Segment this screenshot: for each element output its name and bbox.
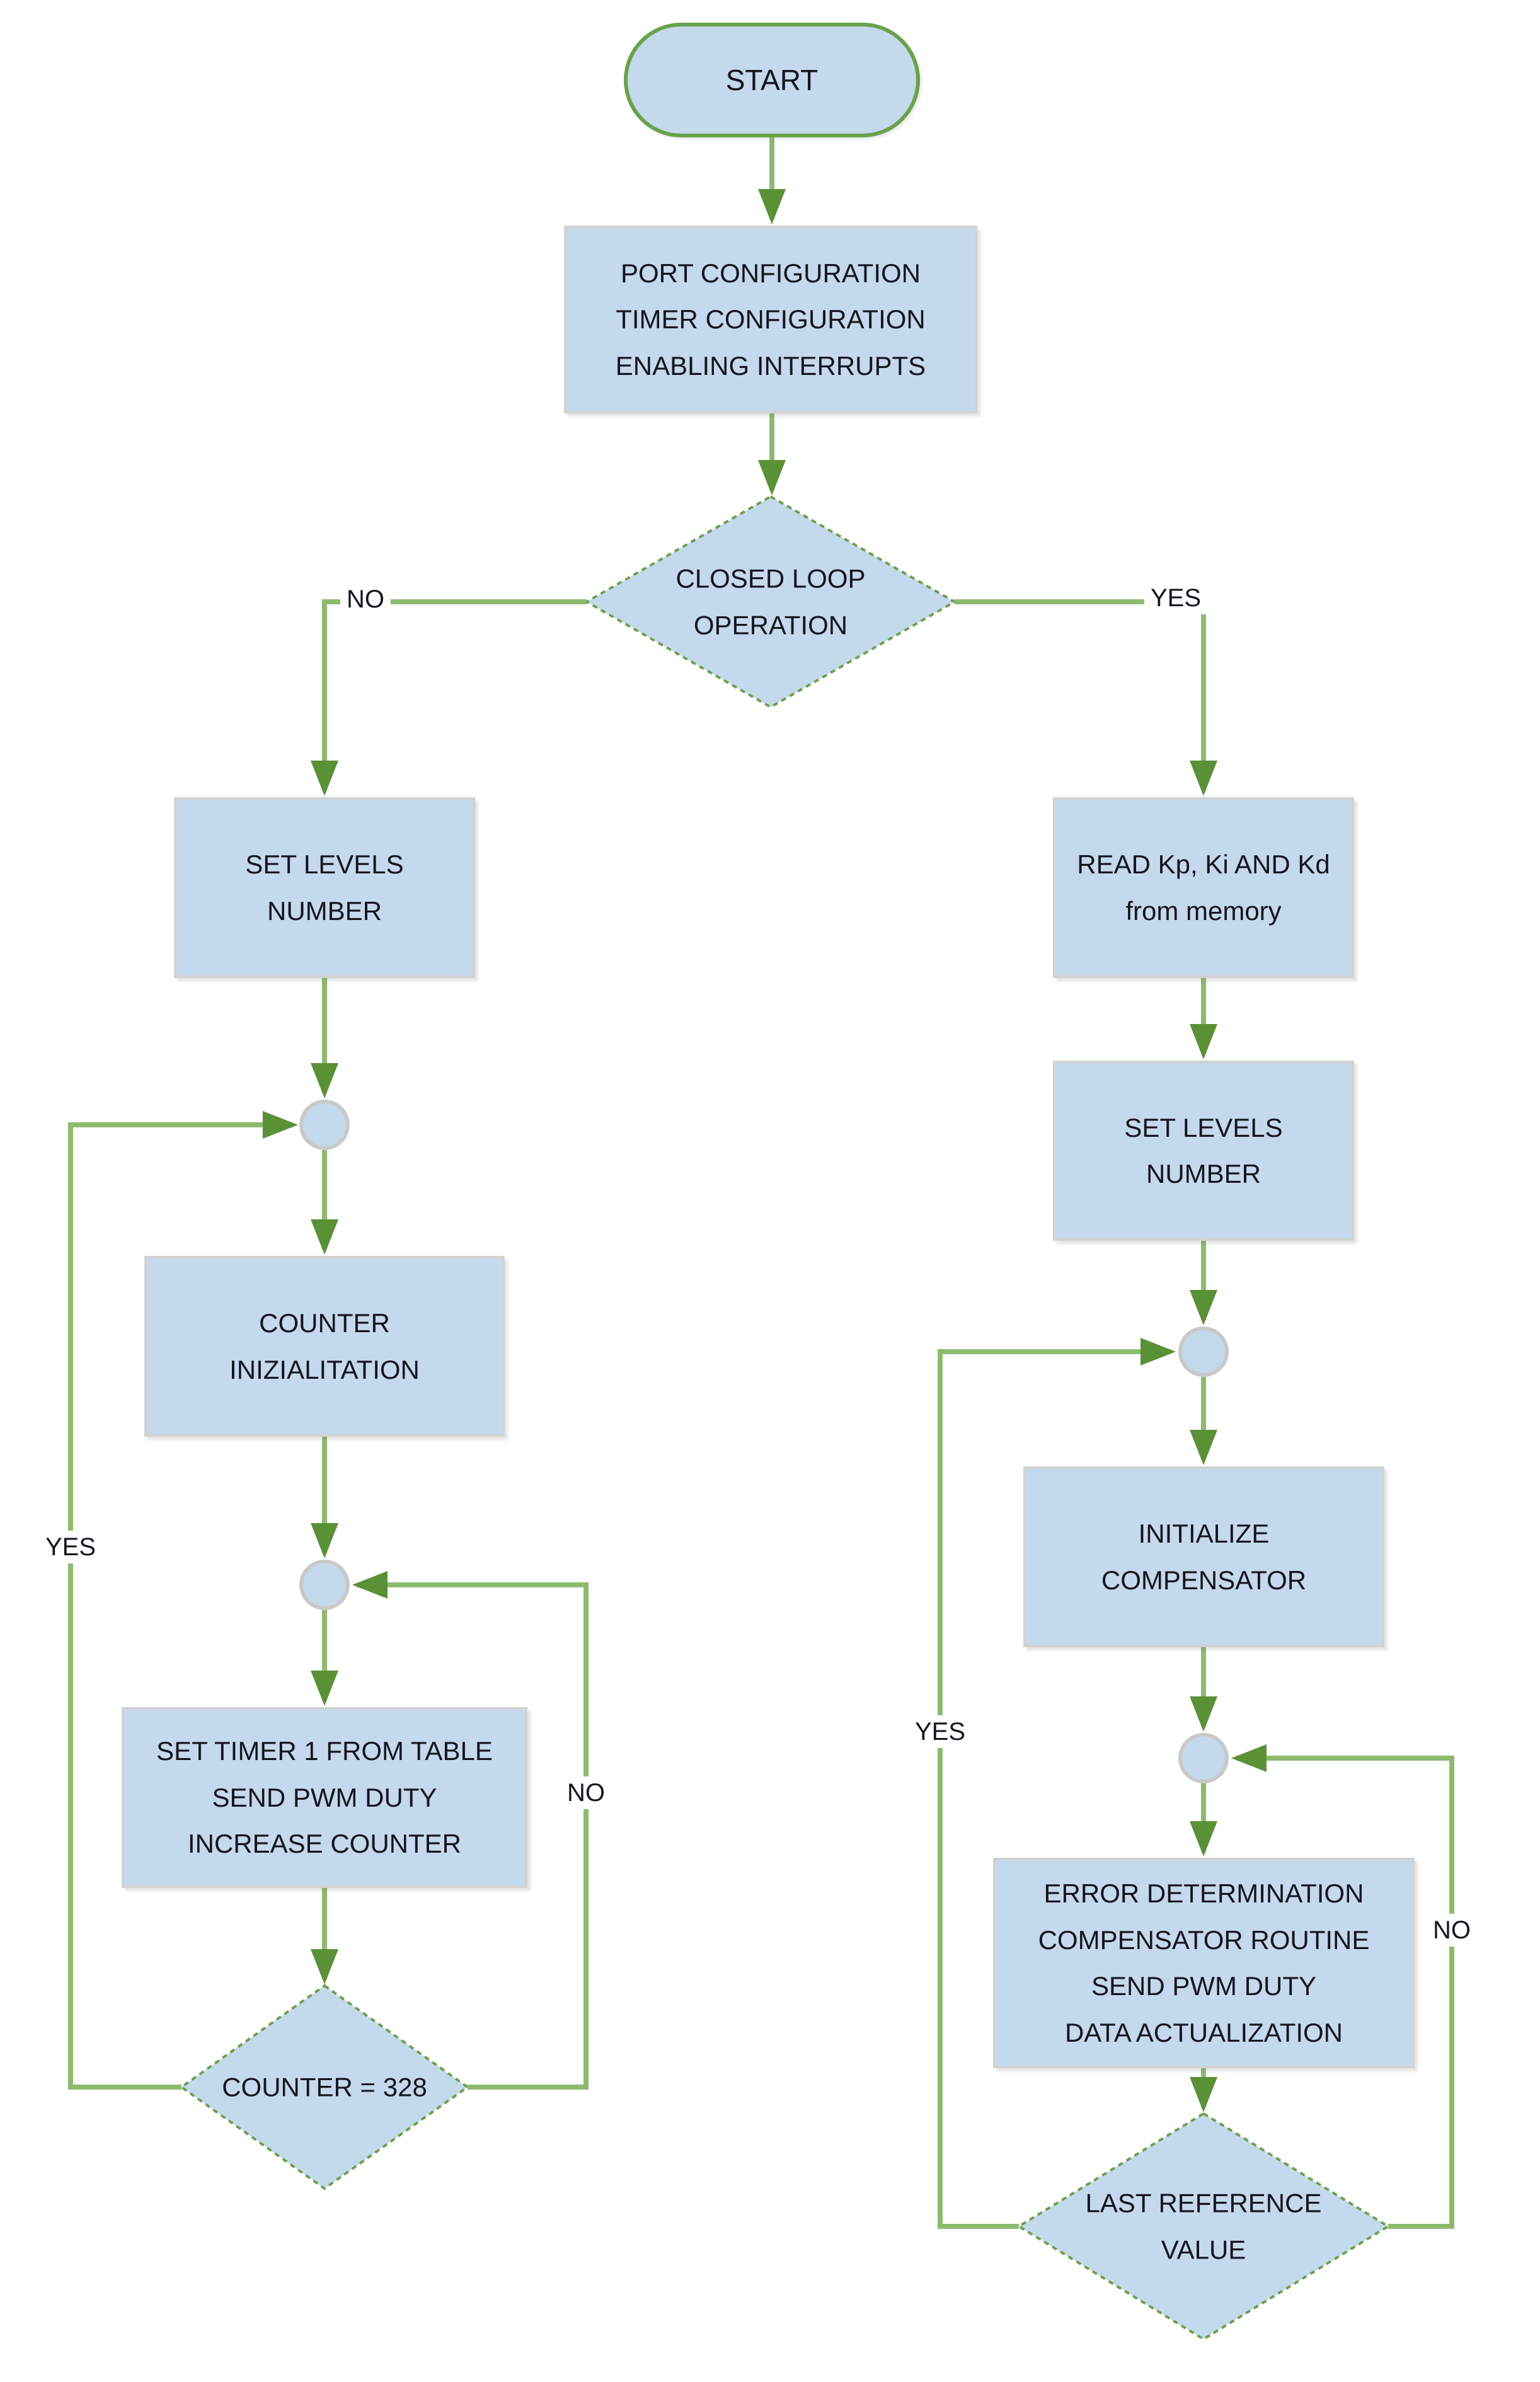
error-determination-process: ERROR DETERMINATION COMPENSATOR ROUTINE … <box>993 1858 1415 2068</box>
closed-loop-no-label: NO <box>340 583 391 616</box>
set-timer-process: SET TIMER 1 FROM TABLE SEND PWM DUTY INC… <box>122 1707 527 1888</box>
edge-last-reference-yes-loop <box>938 1338 1176 2229</box>
edge-closed-loop-no <box>311 599 587 796</box>
last-reference-diamond <box>1016 2112 1391 2341</box>
edge-closed-loop-yes <box>955 599 1217 796</box>
reference-loop-no-label: NO <box>1427 1914 1477 1947</box>
edge-counter-328-yes-loop <box>68 1111 298 2090</box>
set-levels-right-process: SET LEVELS NUMBER <box>1053 1061 1354 1241</box>
counter-initialization-process: COUNTER INIZIALITATION <box>144 1256 505 1437</box>
counter-328-diamond <box>179 1984 470 2190</box>
port-config-process: PORT CONFIGURATION TIMER CONFIGURATION E… <box>564 226 977 413</box>
junction-circle-left-1 <box>299 1100 350 1150</box>
read-gains-process: READ Kp, Ki AND Kd from memory <box>1053 797 1354 978</box>
last-reference-label: LAST REFERENCE VALUE <box>1085 2188 1322 2265</box>
junction-circle-right-2 <box>1178 1733 1229 1783</box>
start-terminator: START <box>624 23 920 137</box>
reference-loop-yes-label: YES <box>908 1715 972 1748</box>
initialize-compensator-process: INITIALIZE COMPENSATOR <box>1023 1466 1384 1647</box>
counter-328-label: COUNTER = 328 <box>222 2072 427 2102</box>
counter-loop-yes-label: YES <box>38 1531 103 1563</box>
set-levels-left-process: SET LEVELS NUMBER <box>174 797 475 978</box>
edge-last-reference-no-loop <box>1231 1744 1454 2229</box>
closed-loop-diamond <box>583 495 958 709</box>
closed-loop-yes-label: YES <box>1144 582 1208 614</box>
junction-circle-left-2 <box>299 1560 350 1610</box>
closed-loop-label: CLOSED LOOP OPERATION <box>675 563 866 640</box>
counter-loop-no-label: NO <box>561 1776 611 1809</box>
edge-counter-328-no-loop <box>352 1571 589 2090</box>
junction-circle-right-1 <box>1178 1326 1229 1377</box>
